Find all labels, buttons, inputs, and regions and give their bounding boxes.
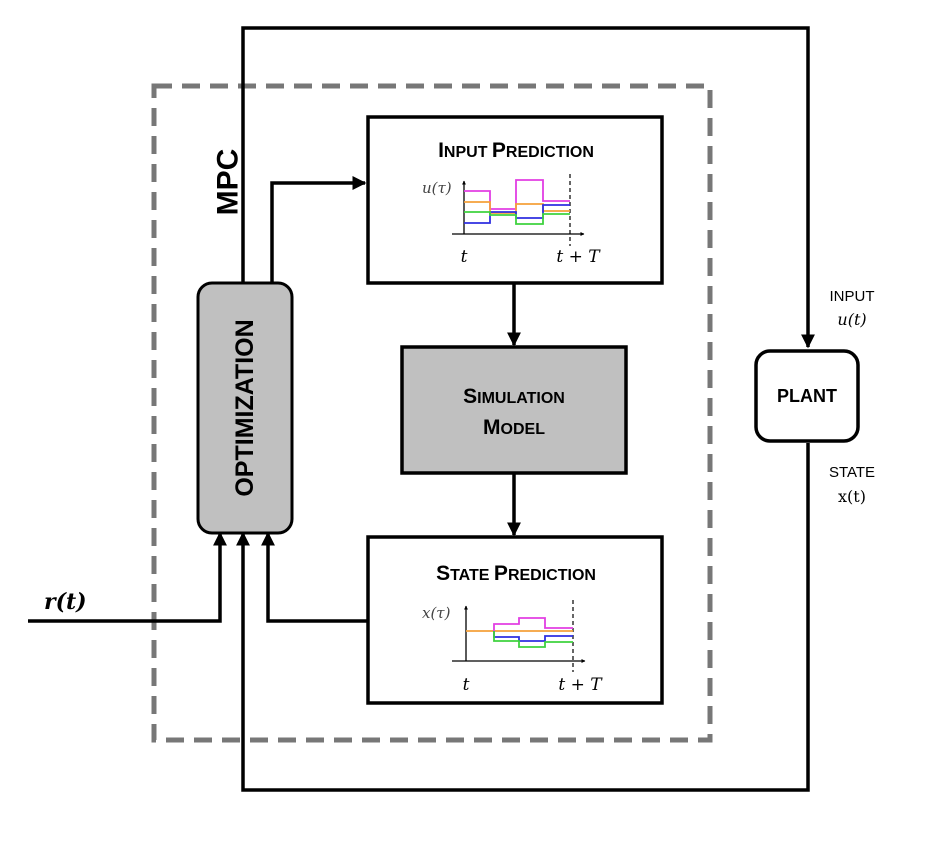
state-plot-y-label: x(τ) bbox=[422, 604, 451, 622]
state-signal-name: STATE bbox=[829, 464, 875, 481]
input-plot-t-start: t bbox=[461, 247, 468, 267]
input-prediction-plot: u(τ) t t + T bbox=[422, 174, 601, 267]
input-signal-symbol: u(t) bbox=[837, 310, 866, 329]
control-input-path bbox=[241, 26, 815, 349]
input-series-green bbox=[464, 211, 570, 225]
state-prediction-title: STATE PREDICTION bbox=[436, 562, 596, 585]
plant-block bbox=[754, 349, 860, 443]
state-series-green bbox=[493, 631, 573, 648]
optimization-block bbox=[196, 281, 294, 535]
reference-label: r(t) bbox=[44, 589, 87, 615]
simulation-model-block bbox=[400, 345, 628, 475]
input-prediction-title: INPUT PREDICTION bbox=[438, 139, 594, 162]
state-feedback-path bbox=[236, 443, 810, 792]
state-signal-symbol: x(t) bbox=[838, 487, 866, 506]
mpc-label: MPC bbox=[212, 149, 245, 216]
input-prediction-block bbox=[366, 115, 664, 285]
optimization-label: OPTIMIZATION bbox=[231, 319, 259, 496]
state-plot-t-start: t bbox=[463, 675, 470, 695]
simulation-model-line1: SIMULATION bbox=[463, 385, 565, 408]
state-prediction-plot: x(τ) t t + T bbox=[422, 600, 603, 695]
input-signal-name: INPUT bbox=[830, 288, 875, 305]
state-prediction-block bbox=[366, 535, 664, 705]
state-plot-t-end: t + T bbox=[558, 675, 603, 695]
input-plot-y-label: u(τ) bbox=[422, 179, 452, 197]
mpc-boundary bbox=[151, 83, 713, 743]
state-prediction-to-optimization-arrow bbox=[261, 531, 368, 623]
input-series-magenta bbox=[464, 179, 570, 210]
simulation-model-line2: MODEL bbox=[483, 416, 545, 439]
input-plot-t-end: t + T bbox=[556, 247, 601, 267]
state-series-magenta bbox=[493, 617, 573, 631]
optimization-to-input-prediction-arrow bbox=[270, 176, 367, 283]
plant-label: PLANT bbox=[777, 386, 837, 406]
reference-input-path bbox=[28, 531, 227, 623]
